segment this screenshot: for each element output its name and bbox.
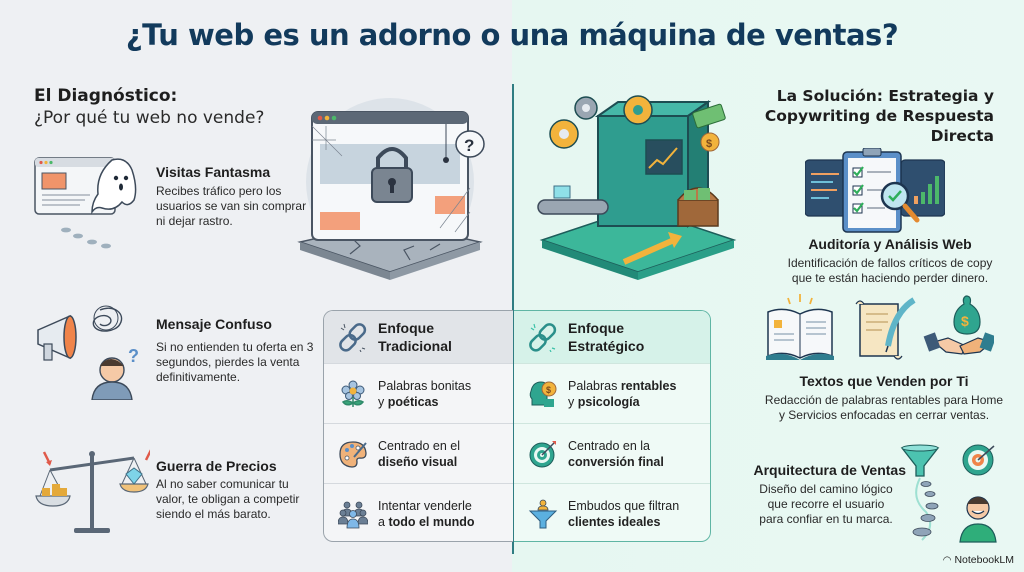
solution-heading: La Solución: Estrategia y Copywriting de… — [764, 87, 994, 145]
problem-title: Mensaje Confuso — [156, 316, 272, 332]
notebooklm-logo-icon: ◠ — [942, 554, 952, 566]
abandoned-website-illustration: ? — [290, 92, 490, 287]
diagnosis-heading: El Diagnóstico: ¿Por qué tu web no vende… — [34, 86, 264, 128]
svg-text:?: ? — [128, 346, 139, 366]
solution-desc: Identificación de fallos críticos de cop… — [787, 256, 993, 285]
row-text: Intentar venderle a todo el mundo — [378, 498, 475, 529]
traditional-header-label: Enfoque Tradicional — [378, 320, 452, 354]
traditional-approach-panel: Enfoque Tradicional Palabras bonitas y p… — [323, 310, 513, 542]
problem-confusing-message: ? Mensaje Confuso Si no entienden tu ofe… — [30, 300, 320, 401]
comparison-row: Palabras bonitas y poéticas — [324, 363, 513, 423]
broken-chain-icon — [339, 323, 367, 352]
solution-title: Auditoría y Análisis Web — [808, 236, 972, 252]
row-text: Centrado en la conversión final — [568, 438, 664, 469]
solution-title: Textos que Venden por Ti — [799, 373, 969, 389]
solution-desc: Redacción de palabras rentables para Hom… — [764, 393, 1004, 422]
ghost-browser-icon — [30, 150, 150, 250]
solution-title: Arquitectura de Ventas — [753, 462, 907, 478]
comparison-row: Centrado en el diseño visual — [324, 423, 513, 483]
page-title: ¿Tu web es un adorno o una máquina de ve… — [125, 18, 899, 52]
row-text: Embudos que filtran clientes ideales — [568, 498, 680, 529]
problem-title: Guerra de Precios — [156, 458, 277, 474]
center-divider — [512, 84, 514, 554]
brain-coin-icon: $ — [529, 380, 557, 407]
palette-icon — [339, 440, 367, 468]
book-quill-handshake-icon: $ — [764, 294, 997, 367]
broken-chain-icon — [529, 323, 557, 352]
solution-desc: Diseño del camino lógico que recorre el … — [759, 482, 893, 526]
solution-sales-architecture: Arquitectura de Ventas Diseño del camino… — [726, 462, 907, 527]
notebooklm-brand: ◠ NotebookLM — [943, 554, 1014, 566]
svg-text:$: $ — [961, 313, 969, 329]
problem-desc: Recibes tráfico pero los usuarios se van… — [156, 184, 307, 228]
flower-icon — [341, 380, 365, 407]
strategic-approach-panel: Enfoque Estratégico $ Palabras rentables… — [514, 310, 711, 542]
funnel-person-icon — [528, 499, 558, 528]
strategic-header: Enfoque Estratégico — [514, 311, 710, 363]
crowd-icon — [338, 501, 368, 528]
strategic-header-label: Enfoque Estratégico — [568, 320, 645, 354]
svg-text:$: $ — [706, 138, 712, 150]
solution-copywriting: Textos que Venden por Ti Redacción de pa… — [748, 373, 1020, 423]
megaphone-confused-person-icon: ? — [30, 300, 150, 401]
comparison-row: Centrado en la conversión final — [514, 423, 710, 483]
clipboard-magnifier-icon — [804, 147, 946, 241]
row-text: Centrado en el diseño visual — [378, 438, 461, 469]
comparison-row: $ Palabras rentables y psicología — [514, 363, 710, 423]
solution-audit: Auditoría y Análisis Web Identificación … — [760, 236, 1020, 286]
comparison-row: Intentar venderle a todo el mundo — [324, 483, 513, 543]
traditional-header: Enfoque Tradicional — [324, 311, 513, 363]
problem-title: Visitas Fantasma — [156, 164, 271, 180]
funnel-target-path-icon — [900, 444, 1010, 549]
balance-scale-icon — [30, 440, 154, 540]
brand-label: NotebookLM — [954, 554, 1014, 566]
sales-machine-illustration: $ — [528, 90, 738, 285]
comparison-row: Embudos que filtran clientes ideales — [514, 483, 710, 543]
svg-text:?: ? — [464, 136, 474, 155]
svg-text:$: $ — [546, 385, 551, 395]
problem-ghost-visits: Visitas Fantasma Recibes tráfico pero lo… — [30, 150, 320, 250]
problem-desc: Si no entienden tu oferta en 3 segundos,… — [156, 340, 314, 384]
diagnosis-title: El Diagnóstico: — [34, 86, 178, 106]
diagnosis-subtitle: ¿Por qué tu web no vende? — [34, 108, 265, 128]
target-icon — [529, 440, 556, 467]
row-text: Palabras rentables y psicología — [568, 378, 677, 409]
row-text: Palabras bonitas y poéticas — [378, 378, 472, 409]
problem-price-war: Guerra de Precios Al no saber comunicar … — [30, 440, 320, 540]
problem-desc: Al no saber comunicar tu valor, te oblig… — [156, 477, 300, 521]
